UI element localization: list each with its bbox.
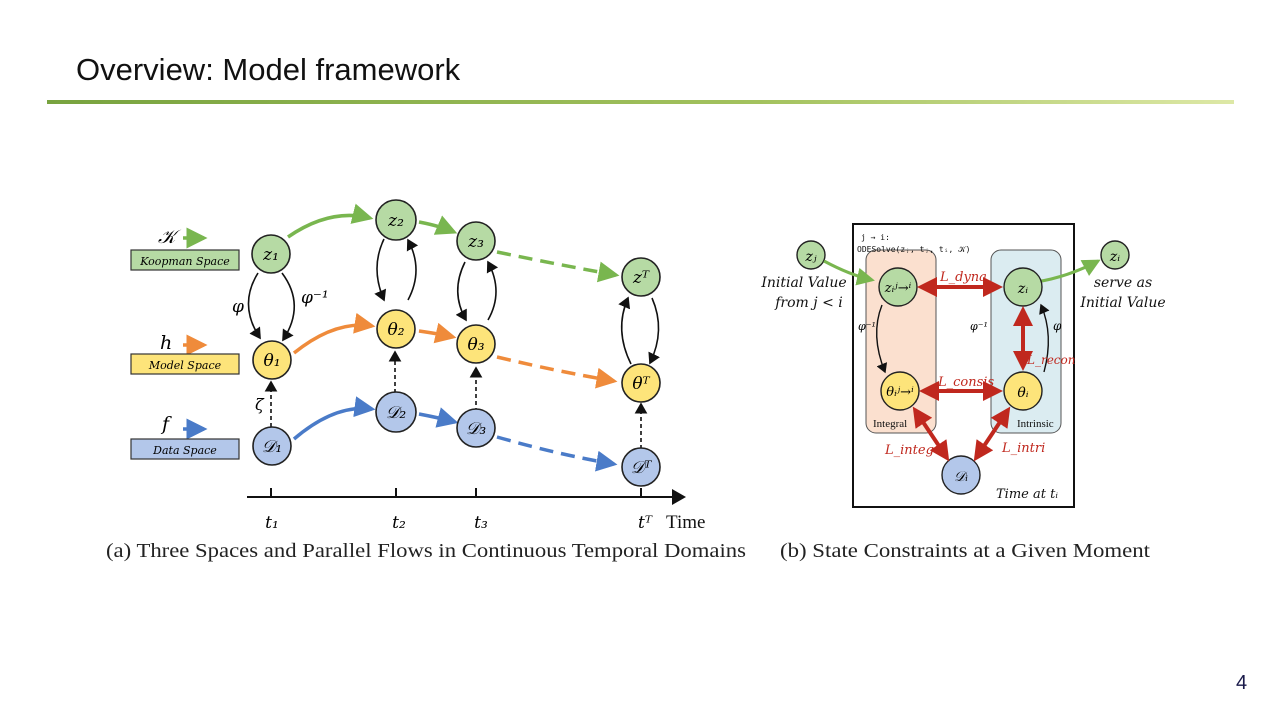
time-tick-t2: t₂ [392,513,406,533]
phi-loops [247,238,660,365]
initial-value-arrow [823,259,875,286]
node-zi-label: zᵢ [1017,281,1028,297]
node-D1-label: 𝒟₁ [262,437,282,457]
node-theta-i [1003,371,1043,411]
page-number: 4 [1236,672,1248,694]
model-flow-arrow-2 [418,322,457,344]
ode-line2: ODESolve(zⱼ, tⱼ, tᵢ, 𝒦) [857,245,970,254]
loss-arrows [912,277,1033,462]
time-at-label: Time at tᵢ [996,487,1058,502]
node-theta1 [252,340,292,380]
initial-value-line2: from j < i [774,295,842,311]
loss-recon-label: L_recon [1026,353,1075,367]
node-zi-out [1100,240,1130,270]
phi-inverse-label-b2: φ⁻¹ [970,320,988,333]
koopman-flow-arrow-1 [287,203,374,239]
integral-label: Integral [873,418,907,430]
space-label-model: h Model Space [130,332,240,375]
node-z2-label: z₂ [387,211,404,231]
node-z3-label: z₃ [467,232,484,252]
loss-integ-label: L_integ [884,443,934,458]
koopman-flow-arrow-2 [418,215,458,235]
model-space-box [130,353,240,375]
time-tick-t1: t₁ [265,513,279,533]
figure-a: 𝒦 Koopman Space h Model Space f Data Spa… [106,199,746,562]
title-rule [47,100,1234,104]
node-theta3-label: θ₃ [467,335,484,355]
node-z3 [456,221,496,261]
node-D2-label: 𝒟₂ [386,403,407,423]
node-zT-label: zᵀ [632,268,650,288]
zeta-label: ζ [255,395,265,414]
koopman-flow-arrow-dashed [496,250,620,283]
node-z1-label: z₁ [262,245,279,265]
time-tick-t3: t₃ [474,513,488,533]
data-flow-arrow-2 [418,407,459,428]
data-flow-arrow-dashed [496,435,618,472]
data-space-box [130,438,240,460]
serve-as-line2: Initial Value [1079,295,1165,311]
space-label-data: f Data Space [130,413,240,460]
loss-consis-label: L_consis [937,375,994,390]
time-axis [247,488,686,505]
node-zj [796,240,826,270]
node-zi-pred-label: zᵢʲ→ⁱ [884,281,912,296]
node-zi-out-label: zᵢ [1109,249,1120,265]
node-z2 [375,199,417,241]
phi-inverse-label: φ⁻¹ [301,288,329,308]
phi-label: φ [232,297,244,317]
intrinsic-label: Intrinsic [1017,418,1054,430]
initial-value-line1: Initial Value [760,275,846,291]
node-theta-i-pred-label: θᵢʲ→ⁱ [886,385,914,400]
node-zj-label: zⱼ [804,249,816,265]
node-thetaT [621,363,661,403]
phi-inverse-curve-b [875,304,888,374]
node-DT [621,447,661,487]
phi-curve-b [1039,303,1050,373]
caption-a: (a) Three Spaces and Parallel Flows in C… [106,541,746,562]
serve-as-line1: serve as [1094,275,1152,291]
phi-inverse-label-b: φ⁻¹ [858,320,876,333]
time-tick-tT: tᵀ [638,513,653,533]
node-D2 [375,391,417,433]
node-D-i [941,455,981,495]
nodes-a [251,199,661,487]
phi-label-b: φ [1053,319,1062,333]
model-space-label: Model Space [148,359,222,372]
node-D3 [456,408,496,448]
ode-line1: j → i: [861,233,890,242]
model-flow-arrow-dashed [496,355,618,389]
node-zT [621,257,661,297]
node-theta-i-label: θᵢ [1017,385,1028,401]
node-theta2-label: θ₂ [387,320,404,340]
koopman-space-label: Koopman Space [139,255,230,268]
node-D3-label: 𝒟₃ [466,419,487,439]
koopman-symbol: 𝒦 [158,226,182,248]
slide-title: Overview: Model framework [76,52,461,87]
node-theta2 [376,309,416,349]
time-axis-label: Time [666,512,705,533]
space-label-koopman: 𝒦 Koopman Space [130,226,240,271]
figure-b: zⱼ zᵢ Initial Value from j < i serve as … [760,223,1166,562]
node-DT-label: 𝒟ᵀ [631,458,653,478]
caption-b: (b) State Constraints at a Given Moment [780,541,1151,562]
node-D-i-label: 𝒟ᵢ [954,469,968,485]
data-space-label: Data Space [152,444,217,457]
serve-as-arrow [1035,259,1101,284]
koopman-space-box [130,249,240,271]
loss-intri-label: L_intri [1001,441,1045,456]
data-flow-arrow-1 [292,396,376,441]
model-symbol: h [160,332,172,354]
data-symbol: f [160,413,172,435]
model-flow-arrow-1 [292,312,376,355]
node-thetaT-label: θᵀ [632,374,650,394]
node-z1 [251,234,291,274]
node-theta3 [456,324,496,364]
loss-dyna-label: L_dyna [939,270,987,285]
node-D1 [252,426,292,466]
zeta-arrows [264,350,648,449]
node-theta1-label: θ₁ [263,351,280,371]
